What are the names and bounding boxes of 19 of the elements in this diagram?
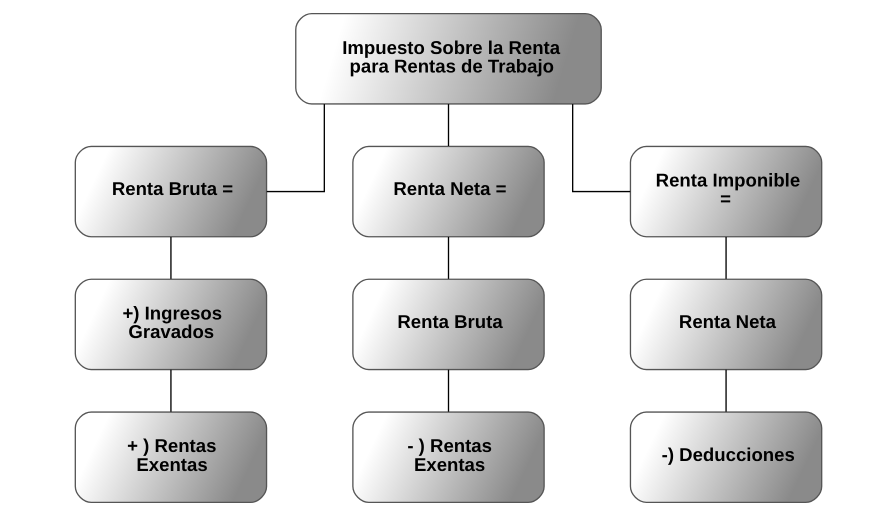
connector <box>724 236 726 279</box>
node-box: + ) Rentas Exentas <box>74 411 267 504</box>
connector <box>447 370 449 412</box>
connector <box>572 104 630 192</box>
connector <box>170 370 172 412</box>
node-box: Renta Bruta = <box>74 146 267 238</box>
node-box: Renta Imponible = <box>629 146 822 238</box>
connector <box>170 236 172 279</box>
connector <box>724 370 726 412</box>
node-box: - ) Rentas Exentas <box>352 411 544 504</box>
connector <box>447 236 449 279</box>
node-box: Renta Bruta <box>352 278 544 370</box>
connector <box>447 104 449 146</box>
node-box: Renta Neta = <box>352 146 544 238</box>
node-box: -) Deducciones <box>629 411 822 504</box>
node-box: +) Ingresos Gravados <box>74 278 267 370</box>
node-box: Impuesto Sobre la Renta para Rentas de Trabajo <box>294 12 602 105</box>
connector <box>266 104 324 192</box>
node-box: Renta Neta <box>629 278 822 370</box>
